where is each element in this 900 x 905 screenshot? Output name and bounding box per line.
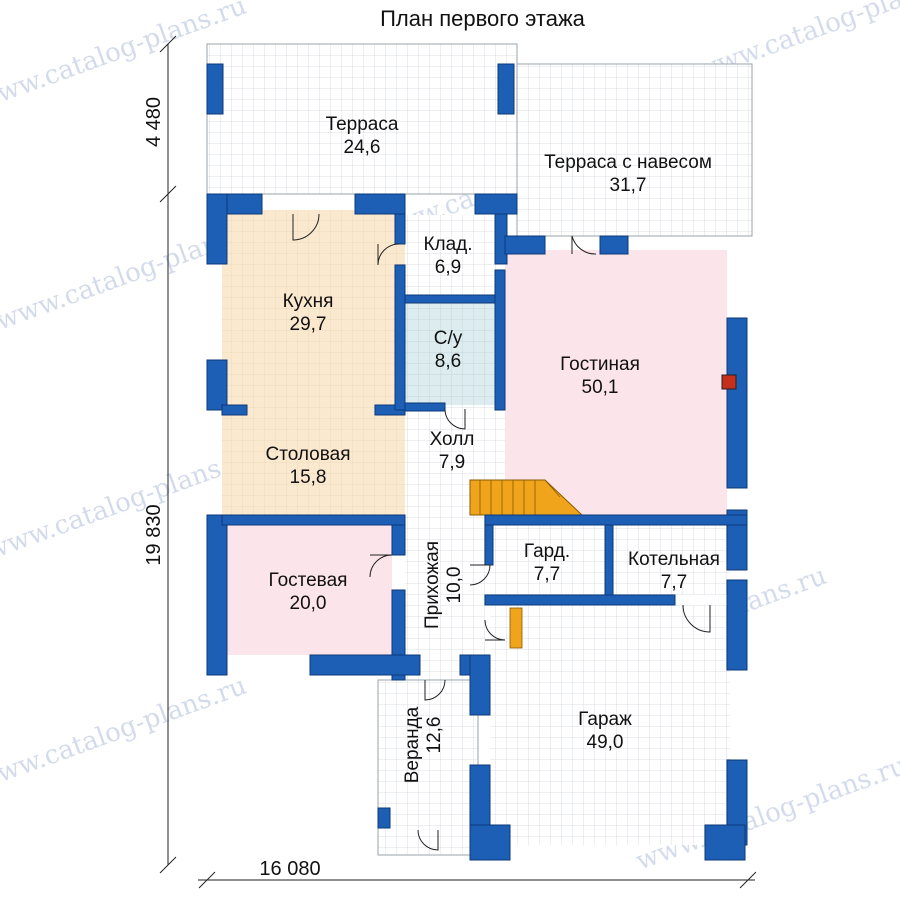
- room-area-covered-terrace: 31,7: [610, 175, 647, 196]
- doors: [292, 213, 711, 851]
- kitchen-floor: [222, 210, 405, 515]
- room-area-boiler-room: 7,7: [661, 572, 687, 593]
- room-area-terrace: 24,6: [344, 137, 381, 158]
- room-area-guest-room: 20,0: [290, 593, 327, 614]
- fireplace: [721, 374, 737, 390]
- room-area-storage: 6,9: [435, 257, 461, 278]
- room-name-living-room: Гостиная: [560, 354, 640, 375]
- plan-title: План первого этажа: [380, 6, 585, 31]
- room-area-living-room: 50,1: [582, 377, 619, 398]
- dimension-height-top: 4 480: [143, 97, 165, 147]
- room-name-wardrobe: Гард.: [524, 541, 570, 562]
- wardrobe-floor: [485, 525, 610, 595]
- room-area-entry: 10,0: [444, 567, 465, 604]
- room-labels: Терраса 24,6 Терраса с навесом 31,7 Кухн…: [266, 114, 720, 783]
- bathroom-floor: [405, 300, 497, 405]
- room-name-guest-room: Гостевая: [269, 570, 348, 591]
- boiler-floor: [610, 525, 730, 595]
- storage-floor: [405, 215, 497, 300]
- entry-floor: [405, 515, 485, 680]
- living-floor: [505, 250, 727, 515]
- room-area-wardrobe: 7,7: [534, 564, 560, 585]
- room-name-terrace: Терраса: [326, 114, 399, 135]
- room-name-kitchen: Кухня: [283, 291, 334, 312]
- watermark-text: www.catalog-plans.ru: [0, 671, 251, 797]
- room-name-dining: Столовая: [266, 444, 351, 465]
- room-name-boiler-room: Котельная: [628, 549, 720, 570]
- room-area-kitchen: 29,7: [290, 314, 327, 335]
- room-name-veranda: Веранда: [402, 706, 423, 783]
- walls: [206, 63, 748, 861]
- covered-terrace-floor: [516, 63, 753, 237]
- room-area-veranda: 12,6: [424, 717, 445, 754]
- veranda-floor: [377, 679, 479, 856]
- room-area-garage: 49,0: [587, 732, 624, 753]
- room-name-bathroom: С/у: [434, 328, 463, 349]
- staircase: [469, 479, 584, 649]
- room-name-covered-terrace: Терраса с навесом: [544, 152, 712, 173]
- room-area-bathroom: 8,6: [435, 351, 461, 372]
- room-name-hall: Холл: [430, 429, 475, 450]
- room-area-dining: 15,8: [290, 467, 327, 488]
- dimension-width: 16 080: [259, 858, 320, 880]
- guest-floor: [227, 520, 392, 655]
- room-name-entry: Прихожая: [422, 541, 443, 629]
- room-name-storage: Клад.: [423, 234, 472, 255]
- room-name-garage: Гараж: [578, 709, 632, 730]
- room-area-hall: 7,9: [439, 452, 465, 473]
- garage-floor: [490, 605, 730, 845]
- dimension-lines: [159, 35, 757, 889]
- dimension-height: 19 830: [143, 504, 165, 565]
